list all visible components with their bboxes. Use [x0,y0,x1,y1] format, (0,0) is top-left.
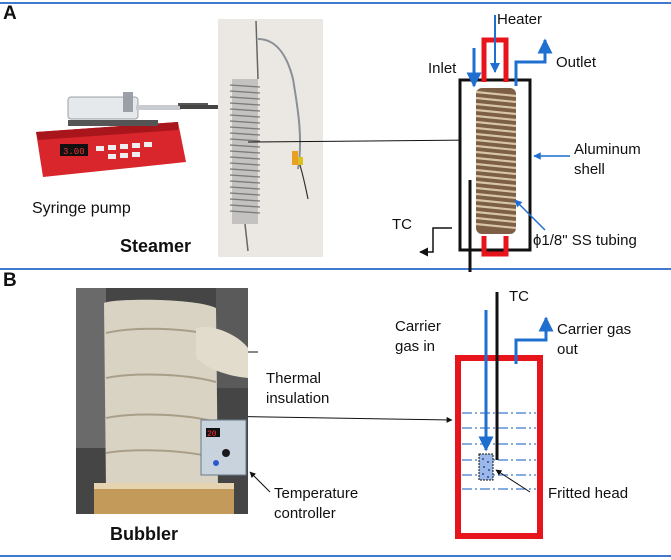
insulation-line1: Thermal [266,370,322,387]
photo-controller-leader [249,471,271,493]
insulation-line2: insulation [266,390,330,407]
inlet-label: Inlet [428,60,457,77]
pump-tube [180,105,222,109]
fritted-label: Fritted head [548,485,629,502]
liquid-level-lines [462,412,536,490]
tc-arrow [419,227,452,257]
tubing-pointer [514,199,546,231]
heater-label: Heater [497,11,543,28]
bubbler-photo: 20 [76,288,248,514]
tubing-label: ϕ1/8" SS tubing [533,232,637,249]
carrier-in-line1: Carrier [395,318,441,335]
controller-line1: Temperature [274,485,359,502]
pump-display-text: 3.00 [63,147,85,157]
steamer-title: Steamer [120,236,192,256]
outlet-label: Outlet [556,54,597,71]
outlet-arrow [514,38,553,86]
bottom-divider [0,555,671,557]
syringe-pump-label: Syringe pump [32,200,131,217]
ss-tubing-coil [475,88,517,234]
fritted-pointer [495,469,531,493]
panel-b-letter: B [3,270,17,291]
carrier-in-line2: gas in [395,338,436,355]
aluminum-shell [458,78,532,252]
panel-a-letter: A [3,3,17,24]
controller-line2: controller [274,505,336,522]
tc-label-b: TC [509,288,529,305]
carrier-out-line2: out [557,341,578,358]
syringe-pump-photo: 3.00 [28,92,213,192]
tc-label-a: TC [392,216,412,233]
middle-divider [0,268,671,270]
steamer-photo [218,19,323,257]
heater-frame [481,37,509,257]
bubbler-title: Bubbler [110,524,179,544]
shell-label-line1: Aluminum [574,141,641,158]
controller-display-text: 20 [207,430,217,439]
bubbler-vessel [455,355,543,539]
carrier-out-line1: Carrier gas [557,321,632,338]
top-divider [0,2,671,4]
fritted-head [478,453,494,481]
shell-label-line2: shell [574,161,605,178]
carrier-gas-out-arrow [514,316,554,364]
